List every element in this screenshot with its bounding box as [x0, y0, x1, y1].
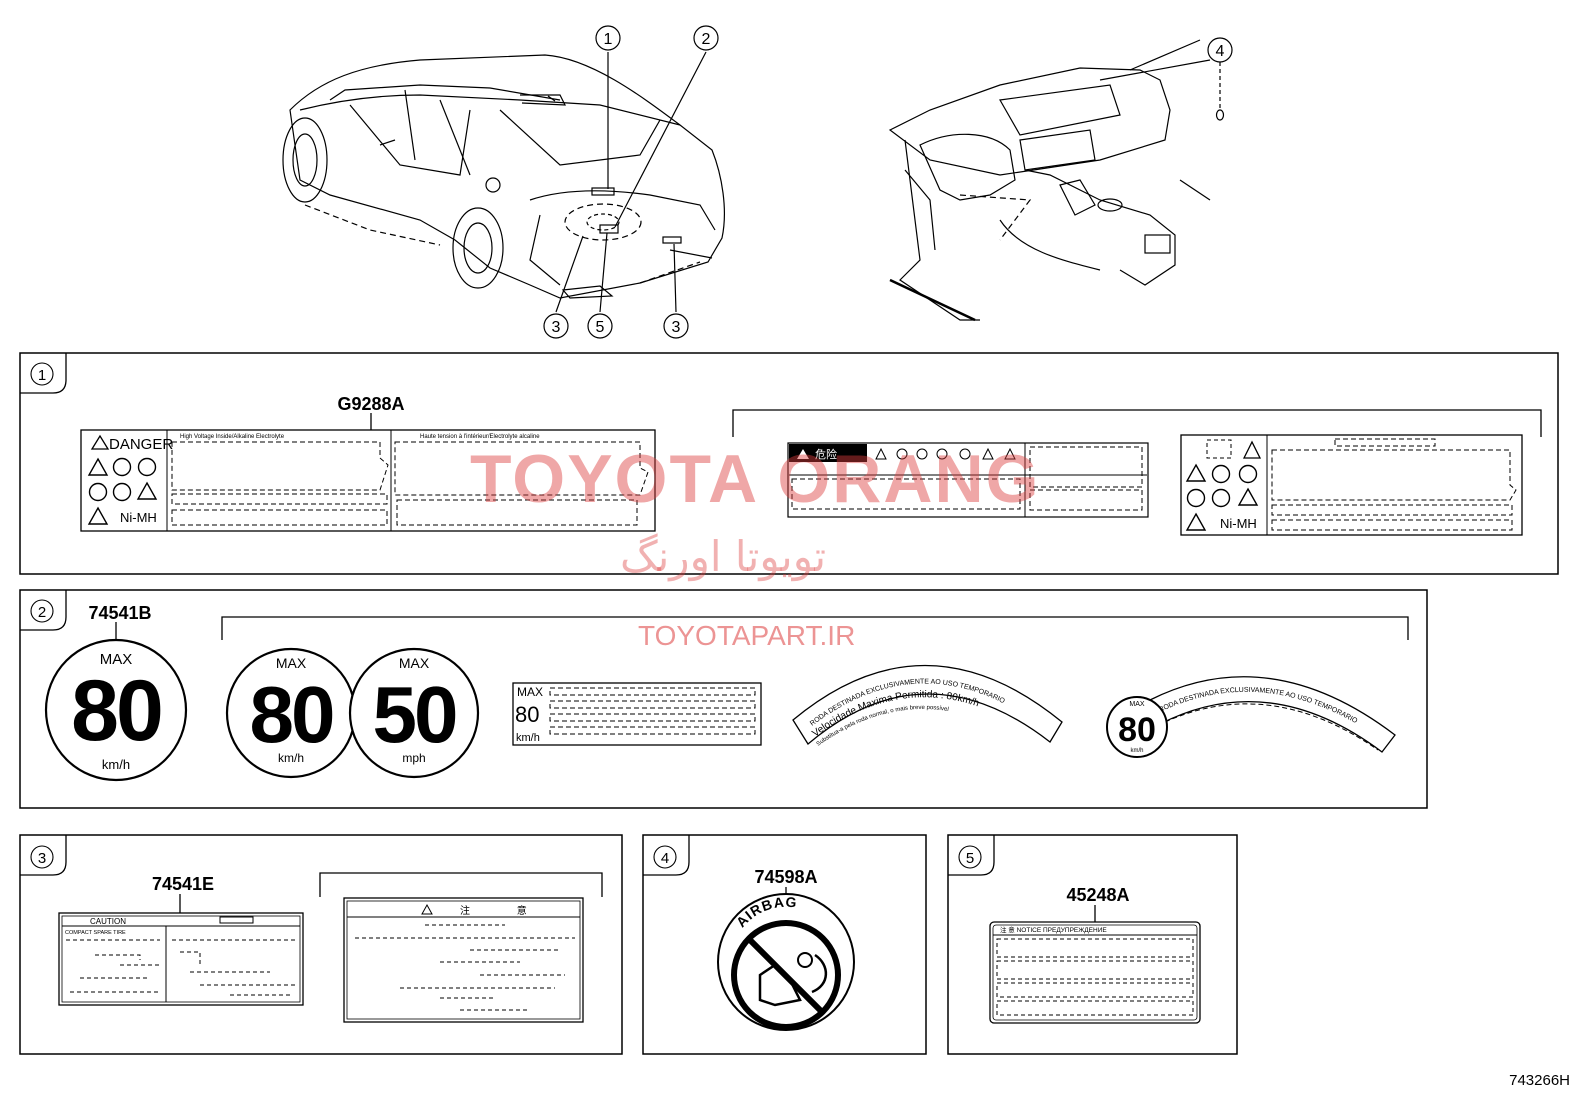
label-nimh-text: Ni-MH: [120, 510, 157, 525]
label-caution-compact-spare: CAUTION COMPACT SPARE TIRE: [58, 912, 304, 1006]
svg-text:MAX: MAX: [1129, 701, 1145, 708]
car-callout-5: 5: [596, 319, 605, 336]
svg-text:mph: mph: [402, 751, 425, 765]
label-chinese-danger: 危险: [787, 442, 1149, 518]
label-header-fr: Haute tension à l'intérieur/Electrolyte …: [420, 434, 540, 440]
svg-text:注 意: 注 意: [460, 904, 549, 917]
panel-1: 1 G9288A DANGER Ni-MH High Voltage Insid…: [19, 352, 1559, 575]
watermark-url: TOYOTAPART.IR: [638, 620, 856, 651]
label-chinese-title: 危险: [815, 447, 837, 461]
watermark-brand: TOYOTA ORANG: [470, 441, 1041, 517]
speed-sign-50-mph: MAX 50 mph: [348, 647, 480, 779]
label-g9288a: DANGER Ni-MH High Voltage Inside/Alkalin…: [80, 429, 656, 532]
car-callout-1: 1: [604, 31, 613, 48]
speed-label-rect: MAX 80 km/h: [512, 682, 762, 746]
svg-text:km/h: km/h: [102, 757, 130, 772]
svg-text:80: 80: [1118, 711, 1156, 749]
svg-text:km/h: km/h: [278, 751, 304, 765]
svg-text:MAX: MAX: [276, 655, 307, 671]
svg-text:注 意 NOTICE ПРЕДУПРЕЖДЕНИЕ: 注 意 NOTICE ПРЕДУПРЕЖДЕНИЕ: [1000, 925, 1107, 934]
panel-2: 2 74541B MAX 80 km/h MAX 80 km/h MAX 50 …: [19, 589, 1428, 809]
panel-3-number: 3: [38, 850, 46, 867]
panel-3: 3 74541E CAUTION COMPACT SPARE TIRE 注 意: [19, 834, 623, 1055]
car-callouts: 1 2 3 5 3 4: [543, 25, 1233, 339]
diagram-reference-code: 743266H: [1509, 1072, 1570, 1089]
svg-text:50: 50: [373, 670, 456, 759]
label-chinese-caution: 注 意: [343, 897, 584, 1023]
part-number-74541e: 74541E: [152, 874, 214, 894]
svg-text:CAUTION: CAUTION: [90, 917, 126, 926]
svg-text:MAX: MAX: [100, 651, 133, 668]
car-callout-2: 2: [702, 31, 711, 48]
watermark-persian: تویوتا اورنگ: [620, 532, 827, 581]
label-nimh-text-2: Ni-MH: [1220, 516, 1257, 531]
car-callout-3a: 3: [552, 319, 561, 336]
label-header-en: High Voltage Inside/Alkaline Electrolyte: [180, 434, 285, 440]
panel-4-number: 4: [661, 850, 669, 867]
svg-text:80: 80: [250, 670, 333, 759]
panel-5: 5 45248A 注 意 NOTICE ПРЕДУПРЕЖДЕНИЕ: [947, 834, 1238, 1055]
spare-tire-arc-label: RODA DESTINADA EXCLUSIVAMENTE AO USO TEM…: [792, 664, 1063, 748]
car-rear-illustration: [282, 51, 725, 313]
svg-text:MAX: MAX: [517, 685, 543, 699]
notice-label: 注 意 NOTICE ПРЕДУПРЕЖДЕНИЕ: [989, 921, 1201, 1024]
part-number-74598a: 74598A: [754, 867, 817, 887]
panel-2-number: 2: [38, 604, 46, 621]
label-danger-text: DANGER: [109, 436, 173, 453]
svg-text:km/h: km/h: [516, 732, 540, 744]
svg-text:COMPACT SPARE TIRE: COMPACT SPARE TIRE: [65, 930, 126, 936]
label-nimh-generic: Ni-MH: [1180, 434, 1523, 536]
dashboard-illustration: [888, 39, 1225, 322]
svg-text:MAX: MAX: [399, 655, 430, 671]
part-number-g9288a: G9288A: [337, 394, 404, 414]
panel-4: 4 74598A AIRBAG: [642, 834, 927, 1055]
car-callout-4: 4: [1216, 43, 1225, 60]
speed-sign-80-kmh: MAX 80 km/h: [44, 638, 188, 782]
part-number-74541b: 74541B: [88, 603, 151, 623]
speed-sign-80-kmh-dual: MAX 80 km/h: [225, 647, 357, 779]
airbag-warning-sticker: AIRBAG: [717, 893, 855, 1031]
svg-text:80: 80: [71, 663, 161, 759]
svg-text:km/h: km/h: [1130, 748, 1143, 754]
panel-5-number: 5: [966, 850, 974, 867]
car-callout-3b: 3: [672, 319, 681, 336]
spare-tire-arc-label-80: RODA DESTINADA EXCLUSIVAMENTE AO USO TEM…: [1106, 676, 1396, 758]
panel-1-number: 1: [38, 367, 46, 384]
svg-text:80: 80: [515, 702, 539, 727]
part-number-45248a: 45248A: [1066, 885, 1129, 905]
